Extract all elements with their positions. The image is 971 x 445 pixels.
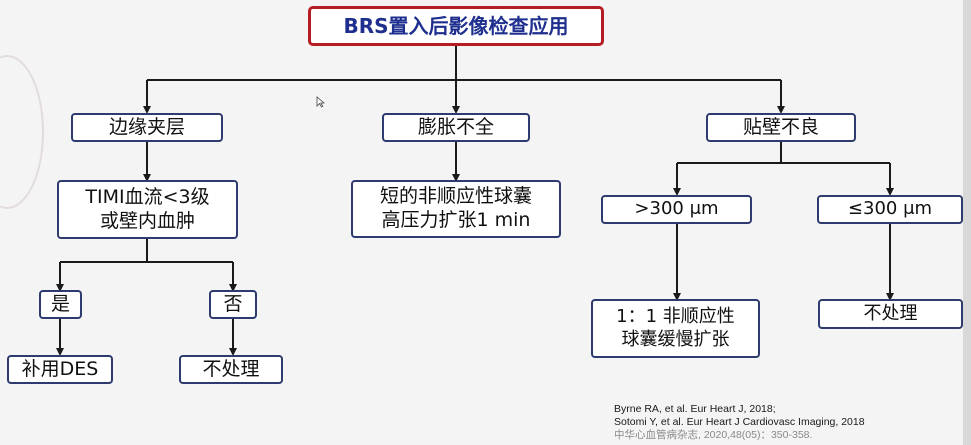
reference-3: 中华心血管病杂志, 2020,48(05)：350-358. bbox=[614, 429, 813, 441]
diagram-title: BRS置入后影像检查应用 bbox=[308, 6, 604, 46]
node-no: 否 bbox=[209, 290, 257, 319]
node-yes: 是 bbox=[39, 290, 82, 319]
mouse-cursor-icon bbox=[316, 96, 325, 108]
node-edge-dissection: 边缘夹层 bbox=[71, 113, 223, 142]
node-no-treatment-right: 不处理 bbox=[818, 299, 963, 329]
window-edge bbox=[963, 0, 971, 445]
node-underexpansion: 膨胀不全 bbox=[382, 113, 530, 142]
node-gt300um: >300 μm bbox=[601, 195, 752, 224]
node-nc-balloon-slow: 1：1 非顺应性 球囊缓慢扩张 bbox=[591, 299, 760, 358]
node-no-treatment-left: 不处理 bbox=[179, 355, 283, 384]
node-malapposition: 贴壁不良 bbox=[706, 113, 856, 142]
node-add-des: 补用DES bbox=[7, 355, 113, 384]
references: Byrne RA, et al. Eur Heart J, 2018; Soto… bbox=[614, 403, 964, 442]
reference-1: Byrne RA, et al. Eur Heart J, 2018; bbox=[614, 403, 776, 415]
node-timi-condition: TIMI血流<3级 或壁内血肿 bbox=[57, 180, 238, 239]
node-nc-balloon-high-pressure: 短的非顺应性球囊 高压力扩张1 min bbox=[351, 180, 561, 238]
reference-2: Sotomi Y, et al. Eur Heart J Cardiovasc … bbox=[614, 416, 865, 428]
node-le300um: ≤300 μm bbox=[817, 195, 963, 224]
